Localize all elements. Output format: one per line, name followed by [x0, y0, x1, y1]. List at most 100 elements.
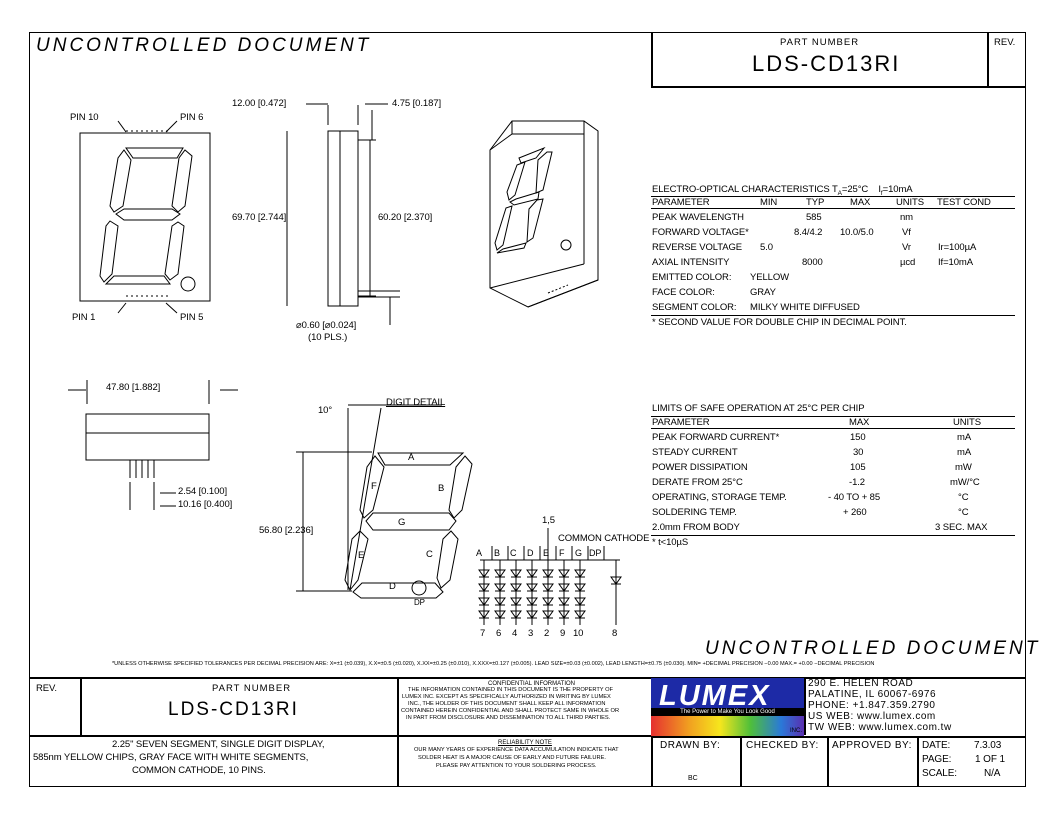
eo-r3-units: µcd — [900, 257, 916, 268]
logo-text: LUMEX — [659, 680, 771, 712]
footer-mid-right — [651, 736, 1026, 738]
eo-h-param: PARAMETER — [652, 197, 710, 208]
address-phone: PHONE: +1.847.359.2790 — [808, 700, 936, 711]
seg-e-label: E — [358, 550, 365, 561]
logo-tagline: The Power to Make You Look Good — [651, 708, 804, 716]
seg-label-7: DP — [589, 548, 602, 558]
header-bottom — [651, 86, 1026, 88]
lim-r6-param: 2.0mm FROM BODY — [652, 522, 740, 533]
part-number-label: PART NUMBER — [780, 37, 860, 48]
digit-detail-title: DIGIT DETAIL — [386, 397, 446, 408]
logo-inc: INC. — [790, 728, 802, 734]
eo-r0-param: PEAK WAVELENGTH — [652, 212, 744, 223]
seg-d-label: D — [389, 581, 396, 592]
emitted-value: YELLOW — [750, 272, 789, 283]
lim-r3-units: mW/°C — [950, 477, 980, 488]
footer-divider-4 — [740, 736, 742, 787]
eo-r0-units: nm — [900, 212, 913, 223]
drawn-by-value: BC — [688, 775, 698, 782]
description-line-3: COMMON CATHODE, 10 PINS. — [132, 765, 266, 776]
lim-h-units: UNITS — [953, 417, 982, 428]
common-pins: 1,5 — [542, 515, 555, 526]
width-dim: 47.80 [1.882] — [106, 382, 161, 393]
lim-r3-max: -1.2 — [849, 477, 865, 488]
pin-label-2: 4 — [512, 628, 518, 639]
dp-dot — [180, 276, 196, 292]
eo-r1-units: Vf — [902, 227, 911, 238]
seg-g — [115, 208, 181, 221]
footer-divider-5 — [827, 736, 829, 787]
emitted-label: EMITTED COLOR: — [652, 272, 732, 283]
pin1-label: PIN 1 — [72, 312, 96, 323]
eo-r2-min: 5.0 — [760, 242, 773, 253]
rev-label: REV. — [994, 37, 1016, 48]
address-tw-web: TW WEB: www.lumex.com.tw — [808, 722, 952, 733]
lim-r1-param: STEADY CURRENT — [652, 447, 738, 458]
reliability-line-2: SOLDER HEAT IS A MAJOR CAUSE OF EARLY AN… — [418, 755, 606, 761]
eo-r1-param: FORWARD VOLTAGE* — [652, 227, 749, 238]
pin-label-4: 2 — [544, 628, 550, 639]
drawing-frame — [29, 32, 1026, 787]
eo-h-max: MAX — [850, 197, 871, 208]
footer-divider-3 — [804, 677, 806, 735]
date-value: 7.3.03 — [974, 740, 1002, 751]
pin-label-6: 10 — [573, 628, 584, 639]
footer-part-label: PART NUMBER — [212, 683, 292, 694]
description-line-2: 585nm YELLOW CHIPS, GRAY FACE WITH WHITE… — [33, 752, 309, 763]
confidential-line-3: INC., THE HOLDER OF THIS DOCUMENT SHALL … — [408, 701, 606, 707]
eo-r2-test: Ir=100µA — [938, 242, 977, 253]
thickness-dim: 4.75 [0.187] — [392, 98, 441, 109]
inner-dim: 60.20 [2.370] — [378, 212, 433, 223]
reliability-line-1: OUR MANY YEARS OF EXPERIENCE DATA ACCUMU… — [414, 747, 619, 753]
seg-label-3: D — [527, 548, 534, 558]
lim-r5-param: SOLDERING TEMP. — [652, 507, 737, 518]
scale-value: N/A — [984, 768, 1001, 779]
lim-h-param: PARAMETER — [652, 417, 710, 428]
face-label: FACE COLOR: — [652, 287, 715, 298]
lim-r5-max: + 260 — [843, 507, 867, 518]
footer-divider-1 — [397, 677, 399, 787]
pin10-label: PIN 10 — [70, 112, 99, 123]
lim-r4-units: °C — [958, 492, 969, 503]
approved-by-label: APPROVED BY: — [832, 740, 912, 751]
seg-a-label: A — [408, 452, 415, 463]
eo-r3-test: If=10mA — [938, 257, 973, 268]
scale-label: SCALE: — [922, 768, 957, 779]
pin-label-5: 9 — [560, 628, 566, 639]
dp-label: DP — [414, 598, 425, 607]
seg-a — [125, 147, 184, 159]
address-us-web: US WEB: www.lumex.com — [808, 711, 936, 722]
lim-r4-param: OPERATING, STORAGE TEMP. — [652, 492, 787, 503]
address-line-1: 290 E. HELEN ROAD — [808, 678, 914, 689]
seg-b-label: B — [438, 483, 445, 494]
diode-columns — [478, 546, 622, 626]
front-view-body — [79, 132, 211, 302]
drawn-by-label: DRAWN BY: — [660, 740, 721, 751]
lim-r3-param: DERATE FROM 25°C — [652, 477, 743, 488]
footer-divider-6 — [917, 736, 919, 787]
lim-h-max: MAX — [849, 417, 870, 428]
span-dim: 10.16 [0.400] — [178, 499, 233, 510]
watermark-top: UNCONTROLLED DOCUMENT — [36, 35, 372, 56]
seg-label-4: E — [543, 548, 549, 558]
pin-count: (10 PLS.) — [308, 332, 348, 343]
rev-divider — [987, 32, 989, 86]
eo-r0-typ: 585 — [806, 212, 822, 223]
common-cathode-label: COMMON CATHODE — [558, 533, 650, 544]
footer-top — [29, 677, 1026, 679]
eo-r3-param: AXIAL INTENSITY — [652, 257, 730, 268]
eo-r1-max: 10.0/5.0 — [840, 227, 874, 238]
footer-mid-left — [29, 735, 652, 737]
eo-h-units: UNITS — [896, 197, 925, 208]
eo-h-typ: TYP — [806, 197, 825, 208]
pitch-dim: 2.54 [0.100] — [178, 486, 227, 497]
page-value: 1 OF 1 — [975, 754, 1005, 765]
seg-e — [99, 220, 119, 283]
lim-r6-units: 3 SEC. MAX — [935, 522, 988, 533]
page-label: PAGE: — [922, 754, 952, 765]
reliability-title: RELIABILITY NOTE — [498, 740, 552, 746]
pin5-label: PIN 5 — [180, 312, 204, 323]
lim-r1-units: mA — [957, 447, 972, 458]
seg-f-label: F — [371, 481, 377, 492]
description-line-1: 2.25" SEVEN SEGMENT, SINGLE DIGIT DISPLA… — [112, 739, 325, 750]
